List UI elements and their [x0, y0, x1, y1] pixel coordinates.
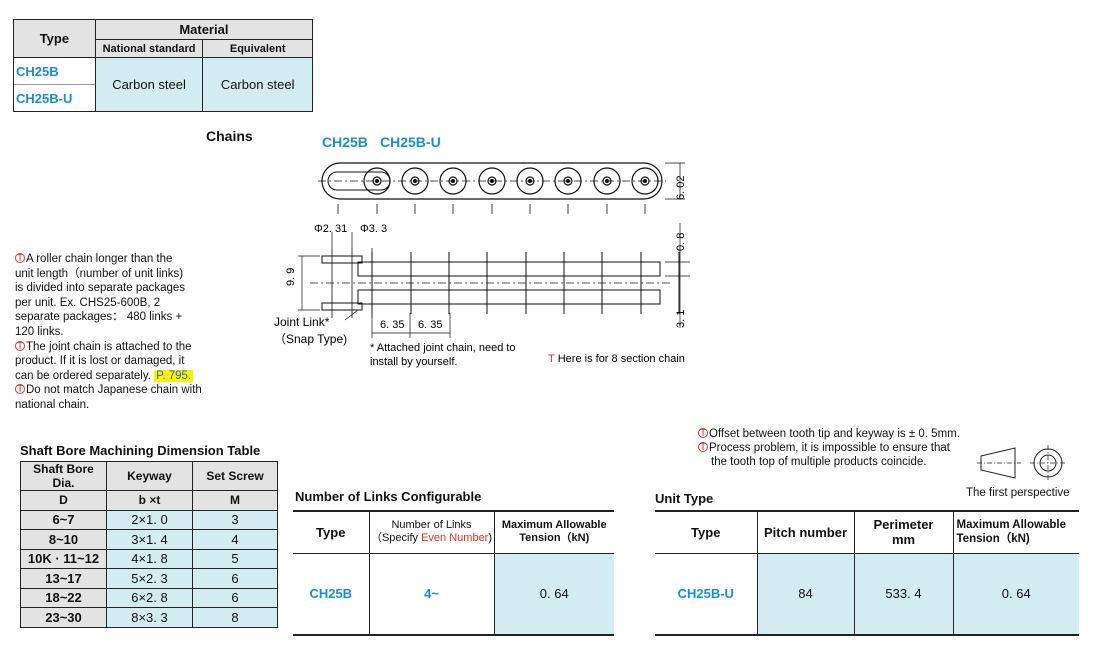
shaft-table-title: Shaft Bore Machining Dimension Table — [20, 443, 261, 458]
unit-type-value[interactable]: CH25B-U — [655, 552, 758, 636]
dim-phi33: Φ3. 3 — [360, 223, 387, 235]
shaft-sub-m: M — [192, 490, 278, 511]
unit-table-title: Unit Type — [655, 491, 714, 506]
note-mark-icon: T — [698, 428, 708, 439]
material-header: Material — [94, 19, 314, 40]
national-value: Carbon steel — [94, 57, 204, 112]
joint-link-label: Joint Link* — [274, 315, 330, 329]
perspective-label: The first perspective — [966, 487, 1070, 499]
page-link[interactable]: P. 795. — [154, 369, 194, 382]
links-table: Type Number of Links（Specify Even Number… — [293, 510, 614, 636]
type-header: Type — [13, 19, 96, 58]
unit-type-header: Type — [655, 510, 758, 554]
attached-note-2: install by yourself. — [370, 356, 457, 368]
note-mark-icon: T — [15, 253, 25, 264]
equivalent-header: Equivalent — [202, 39, 313, 58]
unit-perimeter-value: 533. 4 — [853, 552, 954, 636]
links-type-header: Type — [293, 510, 370, 554]
unit-pitch-header: Pitch number — [756, 510, 855, 554]
dim-08: 0. 8 — [675, 233, 687, 251]
dim-31: 3. 1 — [675, 310, 687, 328]
label-ch25bu: CH25B-U — [380, 134, 441, 150]
shaft-header-keyway: Keyway — [106, 461, 193, 491]
unit-tension-value: 0. 64 — [952, 552, 1079, 636]
dim-99: 9. 9 — [285, 268, 297, 286]
shaft-header-dia: Shaft Bore Dia. — [20, 461, 107, 491]
label-ch25b: CH25B — [322, 134, 368, 150]
attached-note-1: * Attached joint chain, need to — [370, 342, 516, 354]
shaft-sub-d: D — [20, 490, 107, 511]
first-perspective-icon — [977, 445, 1066, 481]
shaft-sub-bt: b ×t — [106, 490, 193, 511]
shaft-bore-table: Shaft Bore Dia. Keyway Set Screw D b ×t … — [20, 461, 278, 628]
dim-602: 6. 02 — [675, 176, 687, 200]
dim-635a: 6. 35 — [380, 319, 404, 331]
note-mark-icon: T — [698, 442, 708, 453]
links-table-title: Number of Links Configurable — [295, 489, 482, 504]
chain-diagram: CH25B CH25B-U 6. 02 Φ2. 31 Φ3. 3 0. 8 9.… — [274, 134, 690, 368]
material-table: Type Material National standard Equivale… — [13, 19, 314, 112]
dim-phi231: Φ2. 31 — [314, 223, 347, 235]
national-header: National standard — [94, 39, 204, 58]
shaft-header-setscrew: Set Screw — [192, 461, 278, 491]
unit-pitch-value: 84 — [756, 552, 855, 636]
links-type-value[interactable]: CH25B — [293, 552, 370, 636]
links-count-header: Number of Links（Specify Even Number) — [368, 510, 495, 554]
type-ch25b[interactable]: CH25B — [13, 57, 96, 85]
type-ch25bu[interactable]: CH25B-U — [13, 84, 96, 112]
note-mark-icon: T — [15, 384, 25, 396]
snap-type-label: （Snap Type) — [274, 332, 347, 346]
links-count-value: 4~ — [368, 552, 495, 636]
chains-title: Chains — [206, 128, 253, 144]
note-mark-icon: T — [15, 340, 25, 352]
dim-635b: 6. 35 — [418, 319, 442, 331]
equivalent-value: Carbon steel — [202, 57, 313, 112]
links-tension-value: 0. 64 — [493, 552, 614, 636]
